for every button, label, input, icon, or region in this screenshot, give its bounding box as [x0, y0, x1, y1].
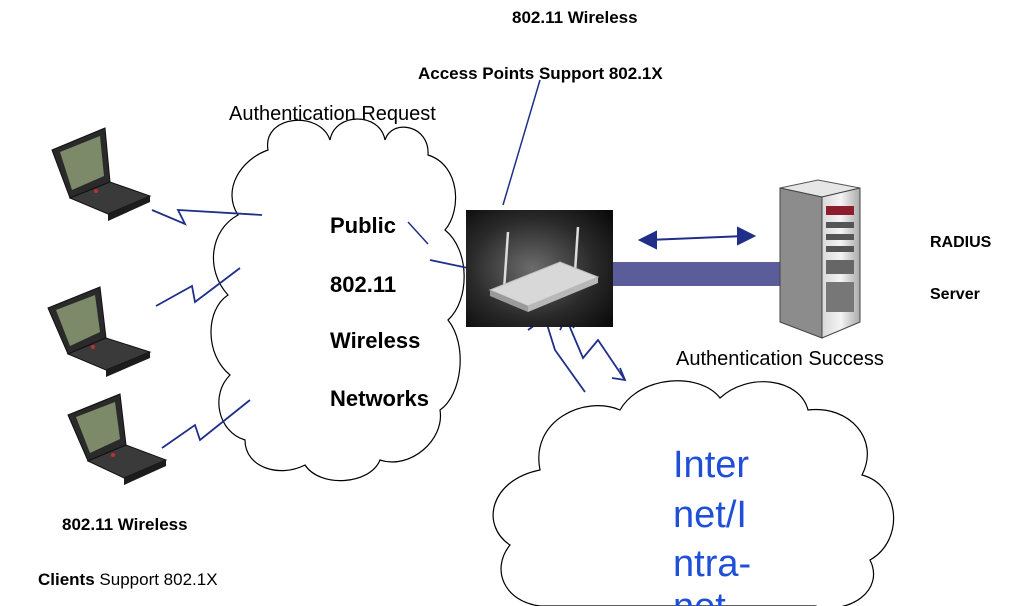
access-point-callout	[502, 79, 541, 206]
public-cloud-line-1: Public	[330, 213, 397, 238]
access-point-icon	[466, 210, 613, 327]
public-cloud-line-2: 802.11	[330, 272, 397, 297]
public-cloud-line-3: Wireless	[330, 328, 421, 353]
ap-to-internet-link-2	[565, 317, 626, 381]
radius-exchange-arrow	[637, 226, 757, 250]
access-point-subtitle-bold: Access Points	[418, 64, 535, 83]
ap-to-internet-link-1	[527, 316, 586, 393]
internet-cloud-line-4: net	[673, 588, 726, 606]
radius-label-line-1: RADIUS	[930, 234, 992, 251]
access-point-title: 802.11 Wireless	[512, 8, 638, 27]
internet-cloud-line-2: net/I	[673, 494, 747, 536]
internet-cloud-line-1: Inter	[673, 444, 750, 486]
internet-cloud-line-3: ntra-	[673, 543, 752, 585]
radius-server-icon	[779, 179, 861, 339]
public-cloud-line-4: Networks	[330, 386, 430, 411]
ap-server-cable	[613, 262, 783, 286]
clients-subtitle-bold: Clients	[38, 570, 95, 589]
laptop-client-1-icon	[51, 127, 152, 221]
cloud-to-ap-link	[429, 259, 469, 269]
laptop-client-2-icon	[47, 286, 152, 377]
auth-request-label: Authentication Request	[229, 103, 436, 125]
radius-label-line-2: Server	[930, 286, 980, 303]
laptop-client-3-icon	[67, 393, 168, 485]
clients-title: 802.11 Wireless	[62, 515, 188, 534]
access-point-subtitle-rest: Support 802.1X	[538, 64, 663, 83]
client-3-wireless-link	[161, 399, 251, 449]
client-1-wireless-link	[151, 209, 263, 226]
access-point-subtitle: Access Points Support 802.1X	[418, 64, 663, 84]
auth-success-label: Authentication Success	[676, 348, 884, 370]
clients-subtitle-rest: Support 802.1X	[99, 570, 218, 589]
client-2-wireless-link	[155, 267, 241, 307]
clients-subtitle: Clients Support 802.1X	[38, 570, 218, 590]
internet-arrowhead	[611, 367, 627, 382]
internet-intranet-cloud	[492, 380, 895, 606]
public-network-cloud	[210, 118, 465, 482]
auth-request-callout	[407, 221, 429, 245]
